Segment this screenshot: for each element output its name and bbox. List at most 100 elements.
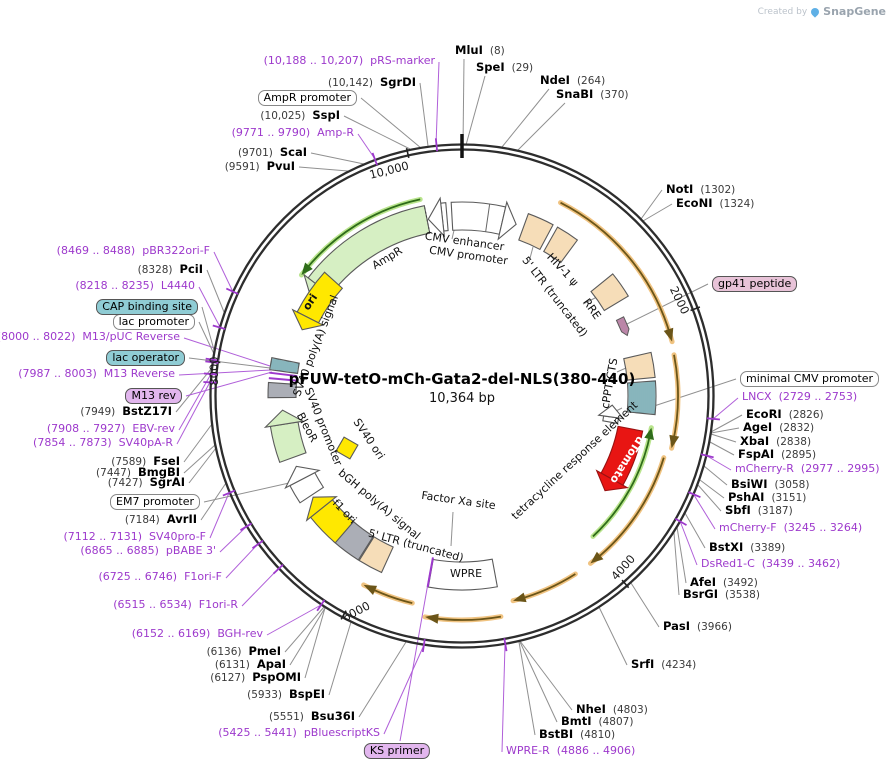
sgrdi-label[interactable]: (10,142) SgrDI (328, 75, 416, 90)
bspei-label[interactable]: (5933) BspEI (247, 687, 325, 702)
lac-operator-box-label[interactable]: lac operator (106, 350, 185, 366)
mlui-label[interactable]: MluI (8) (455, 43, 505, 58)
lac-region-box-feature[interactable] (269, 357, 300, 375)
bgh-polya-signal-feature[interactable] (305, 496, 355, 544)
pvui-label[interactable]: (9591) PvuI (225, 159, 295, 174)
em7-promoter-box-label[interactable]: EM7 promoter (110, 494, 200, 510)
pasi-label[interactable]: PasI (3966) (663, 619, 732, 634)
sgrai-label[interactable]: (7427) SgrAI (108, 475, 185, 490)
dtomato-feature[interactable] (595, 425, 644, 492)
cap-binding-site-box-label[interactable]: CAP binding site (96, 299, 198, 315)
fspai-label[interactable]: FspAI (2895) (738, 447, 816, 462)
xbai-label[interactable]: XbaI (2838) (740, 434, 811, 449)
agei-label[interactable]: AgeI (2832) (743, 420, 814, 435)
lac-operator-label[interactable]: lac operator (106, 350, 185, 366)
pmei-label[interactable]: (6136) PmeI (207, 644, 281, 659)
lac-promoter-box-label[interactable]: lac promoter (112, 314, 195, 330)
afei-label[interactable]: AfeI (3492) (690, 575, 758, 590)
econi-label[interactable]: EcoNI (1324) (676, 196, 754, 211)
sbfi-label[interactable]: SbfI (3187) (725, 503, 793, 518)
m13-puc-reverse-label[interactable]: (8000 .. 8022) M13/pUC Reverse (0, 330, 180, 344)
primer-tick-18 (706, 417, 721, 421)
pshai-leader-line (699, 479, 725, 499)
sspi-label[interactable]: (10,025) SspI (260, 108, 340, 123)
ndei-name: NdeI (540, 73, 570, 87)
bstxi-label[interactable]: BstXI (3389) (709, 540, 785, 555)
bgh-rev-label[interactable]: (6152 .. 6169) BGH-rev (132, 627, 263, 641)
ndei-label[interactable]: NdeI (264) (540, 73, 605, 88)
lac-promoter-label[interactable]: lac promoter (112, 314, 195, 330)
5-ltr-truncated-2-feature[interactable] (358, 536, 394, 574)
lncx-label[interactable]: LNCX (2729 .. 2753) (742, 390, 857, 404)
ampr-promoter-arrow-feature[interactable] (427, 196, 449, 238)
wpre-r-location: (4886 .. 4906) (556, 744, 636, 757)
ori-feature[interactable] (291, 271, 344, 331)
bmgbi-leader-line (183, 444, 216, 474)
ampr-promoter-box-label[interactable]: AmpR promoter (257, 90, 357, 106)
pcii-label[interactable]: (8328) PciI (138, 262, 203, 277)
pshai-label[interactable]: PshAI (3151) (728, 490, 806, 505)
bmti-label[interactable]: BmtI (4807) (561, 714, 633, 729)
snabi-label[interactable]: SnaBI (370) (556, 87, 629, 102)
prs-marker-label[interactable]: (10,188 .. 10,207) pRS-marker (264, 54, 435, 68)
avrii-label[interactable]: (7184) AvrII (125, 512, 197, 527)
bleor-feature[interactable] (263, 409, 307, 464)
bmgbi-label[interactable]: (7447) BmgBI (96, 465, 180, 480)
m13-reverse-label[interactable]: (7987 .. 8003) M13 Reverse (18, 367, 175, 381)
f1ori-f-label[interactable]: (6725 .. 6746) F1ori-F (99, 570, 223, 584)
bstz17i-label[interactable]: (7949) BstZ17I (80, 404, 172, 419)
bsrgi-label[interactable]: BsrGI (3538) (683, 587, 760, 602)
ecori-label[interactable]: EcoRI (2826) (746, 407, 824, 422)
cmv-enhancer-promoter-feature[interactable] (450, 200, 517, 241)
ampr-promoter-label[interactable]: AmpR promoter (257, 90, 357, 106)
m13-rev-label[interactable]: M13 rev (125, 388, 182, 404)
gp41-peptide-box-label[interactable]: gp41 peptide (712, 276, 798, 292)
sv40pro-f-label[interactable]: (7112 .. 7131) SV40pro-F (63, 530, 206, 544)
em7-arrow-feature[interactable] (284, 465, 325, 504)
cap-binding-site-label[interactable]: CAP binding site (96, 299, 198, 315)
mcherry-r-label[interactable]: mCherry-R (2977 .. 2995) (735, 462, 879, 476)
fsei-label[interactable]: (7589) FseI (111, 454, 180, 469)
cap-binding-site-leader-line (201, 306, 215, 351)
sv40-ori-feature[interactable] (335, 436, 359, 460)
apai-label[interactable]: (6131) ApaI (215, 657, 286, 672)
nhei-label[interactable]: NheI (4803) (576, 702, 648, 717)
em7-promoter-label[interactable]: EM7 promoter (110, 494, 200, 510)
pbabe-3-label[interactable]: (6865 .. 6885) pBABE 3' (80, 544, 216, 558)
min-cmv-arrow-feature[interactable] (597, 404, 625, 425)
bstbi-label[interactable]: BstBI (4810) (539, 727, 615, 742)
bsiwi-label[interactable]: BsiWI (3058) (731, 477, 809, 492)
noti-label[interactable]: NotI (1302) (666, 182, 735, 197)
pbluescriptks-label[interactable]: (5425 .. 5441) pBluescriptKS (218, 726, 380, 740)
minimal-cmv-promoter-label[interactable]: minimal CMV promoter (740, 371, 880, 387)
wpre-r-label[interactable]: WPRE-R (4886 .. 4906) (506, 744, 635, 758)
amp-r-label[interactable]: (9771 .. 9790) Amp-R (232, 126, 354, 140)
rre-feature[interactable] (590, 273, 630, 312)
sv40pa-r-label[interactable]: (7854 .. 7873) SV40pA-R (33, 436, 173, 450)
f1ori-r-label[interactable]: (6515 .. 6534) F1ori-R (113, 598, 238, 612)
bsu36i-label[interactable]: (5551) Bsu36I (269, 709, 355, 724)
sbfi-location: (3187) (757, 505, 793, 517)
pspomi-label[interactable]: (6127) PspOMI (210, 670, 301, 685)
hiv-1-psi-feature[interactable] (542, 226, 579, 264)
gp41-peptide-label[interactable]: gp41 peptide (712, 276, 798, 292)
l4440-label[interactable]: (8218 .. 8235) L4440 (75, 279, 195, 293)
mcherry-f-label[interactable]: mCherry-F (3245 .. 3264) (719, 521, 862, 535)
ebv-rev-label[interactable]: (7908 .. 7927) EBV-rev (47, 422, 175, 436)
ks-primer-box-label[interactable]: KS primer (363, 743, 431, 759)
gp41-peptide-feature[interactable] (615, 316, 630, 337)
scai-label[interactable]: (9701) ScaI (238, 145, 307, 160)
5-ltr-truncated-1-feature[interactable] (518, 212, 554, 251)
tetracycline-response-element-feature[interactable] (626, 380, 657, 416)
minimal-cmv-promoter-box-label[interactable]: minimal CMV promoter (740, 371, 880, 387)
ks-primer-label[interactable]: KS primer (363, 743, 431, 759)
cppt-cts-feature[interactable] (623, 351, 656, 381)
pbluescriptks-name: pBluescriptKS (303, 726, 380, 739)
sv40-polya-box-feature[interactable] (267, 381, 297, 399)
dsred1-c-label[interactable]: DsRed1-C (3439 .. 3462) (701, 557, 840, 571)
m13-rev-box-label[interactable]: M13 rev (125, 388, 182, 404)
pbr322ori-f-label[interactable]: (8469 .. 8488) pBR322ori-F (57, 244, 210, 258)
bsu36i-location: (5551) (268, 711, 304, 723)
srfi-label[interactable]: SrfI (4234) (631, 657, 696, 672)
spei-label[interactable]: SpeI (29) (476, 60, 533, 75)
